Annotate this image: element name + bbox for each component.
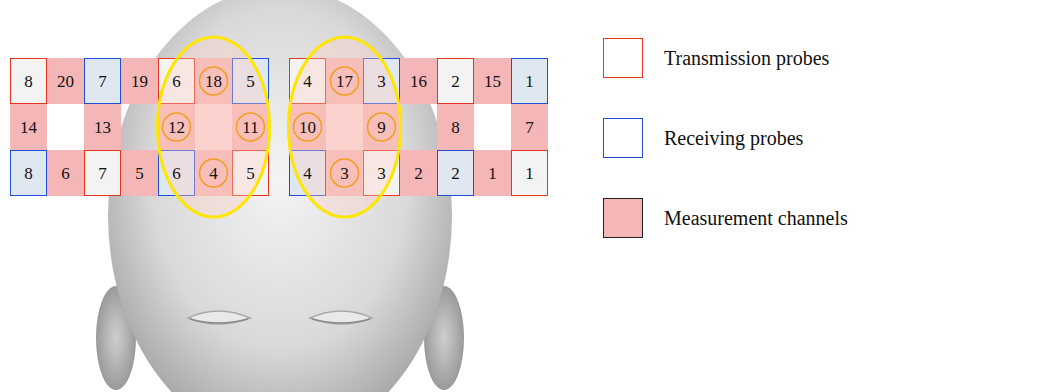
transmission-probe: 4 [289, 58, 326, 104]
probe-number: 1 [525, 73, 534, 90]
probe-number: 10 [299, 119, 316, 136]
probe-number: 6 [172, 165, 181, 182]
measurement-channel: 4 [195, 150, 232, 196]
measurement-channel: 20 [47, 58, 84, 104]
probe-number: 6 [172, 73, 181, 90]
head-shape [108, 0, 452, 392]
probe-number: 20 [57, 73, 74, 90]
transmission-probe: 2 [437, 58, 474, 104]
receiving-probe: 5 [232, 58, 269, 104]
probe-number: 18 [205, 73, 222, 90]
probe-number: 12 [168, 119, 185, 136]
probe-number: 3 [377, 73, 386, 90]
measurement-channel: 16 [400, 58, 437, 104]
measurement-channel: 6 [47, 150, 84, 196]
eye [310, 311, 372, 324]
receiving-probe: 4 [289, 150, 326, 196]
probe-number: 8 [451, 119, 460, 136]
legend-swatch [603, 38, 643, 78]
transmission-probe: 3 [363, 150, 400, 196]
probe-number: 15 [484, 73, 501, 90]
region-fill [326, 104, 363, 150]
receiving-probe: 7 [84, 58, 121, 104]
receiving-probe: 3 [363, 58, 400, 104]
measurement-channel: 18 [195, 58, 232, 104]
legend-swatch [603, 118, 643, 158]
probe-number: 7 [525, 119, 534, 136]
transmission-probe: 8 [10, 58, 47, 104]
probe-number: 7 [98, 165, 107, 182]
measurement-channel: 5 [121, 150, 158, 196]
probe-number: 8 [24, 73, 33, 90]
receiving-probe: 1 [511, 58, 548, 104]
transmission-probe: 7 [84, 150, 121, 196]
region-ellipse [289, 37, 401, 217]
probe-number: 3 [377, 165, 386, 182]
receiving-probe: 8 [10, 150, 47, 196]
receiving-probe: 6 [158, 150, 195, 196]
probe-number: 2 [451, 165, 460, 182]
measurement-channel: 7 [511, 104, 548, 150]
probe-number: 16 [410, 73, 427, 90]
measurement-channel: 10 [289, 104, 326, 150]
transmission-probe: 6 [158, 58, 195, 104]
receiving-probe: 2 [437, 150, 474, 196]
probe-number: 19 [131, 73, 148, 90]
probe-number: 2 [451, 73, 460, 90]
region-ellipse [158, 37, 270, 217]
measurement-channel: 3 [326, 150, 363, 196]
probe-number: 7 [98, 73, 107, 90]
probe-number: 5 [246, 73, 255, 90]
probe-number: 5 [246, 165, 255, 182]
eyelid [312, 319, 370, 323]
measurement-channel: 17 [326, 58, 363, 104]
probe-number: 2 [414, 165, 423, 182]
eyelid [190, 319, 248, 323]
probe-number: 3 [340, 165, 349, 182]
measurement-channel: 1 [474, 150, 511, 196]
region-fill [195, 104, 232, 150]
measurement-channel: 11 [232, 104, 269, 150]
legend-swatch [603, 198, 643, 238]
probe-number: 14 [20, 119, 37, 136]
measurement-channel: 2 [400, 150, 437, 196]
probe-number: 8 [24, 165, 33, 182]
legend-label: Transmission probes [664, 38, 829, 78]
probe-number: 11 [242, 119, 258, 136]
eye [188, 311, 250, 324]
measurement-channel: 9 [363, 104, 400, 150]
measurement-channel: 14 [10, 104, 47, 150]
measurement-channel: 8 [437, 104, 474, 150]
transmission-probe: 5 [232, 150, 269, 196]
legend-label: Measurement channels [664, 198, 848, 238]
measurement-channel: 13 [84, 104, 121, 150]
measurement-channel: 19 [121, 58, 158, 104]
probe-number: 6 [61, 165, 70, 182]
probe-number: 17 [336, 73, 353, 90]
probe-number: 1 [488, 165, 497, 182]
legend-label: Receiving probes [664, 118, 803, 158]
transmission-probe: 1 [511, 150, 548, 196]
measurement-channel: 15 [474, 58, 511, 104]
probe-number: 9 [377, 119, 386, 136]
probe-number: 4 [303, 73, 312, 90]
measurement-channel: 12 [158, 104, 195, 150]
probe-number: 1 [525, 165, 534, 182]
probe-number: 5 [135, 165, 144, 182]
probe-number: 13 [94, 119, 111, 136]
probe-number: 4 [209, 165, 218, 182]
probe-number: 4 [303, 165, 312, 182]
